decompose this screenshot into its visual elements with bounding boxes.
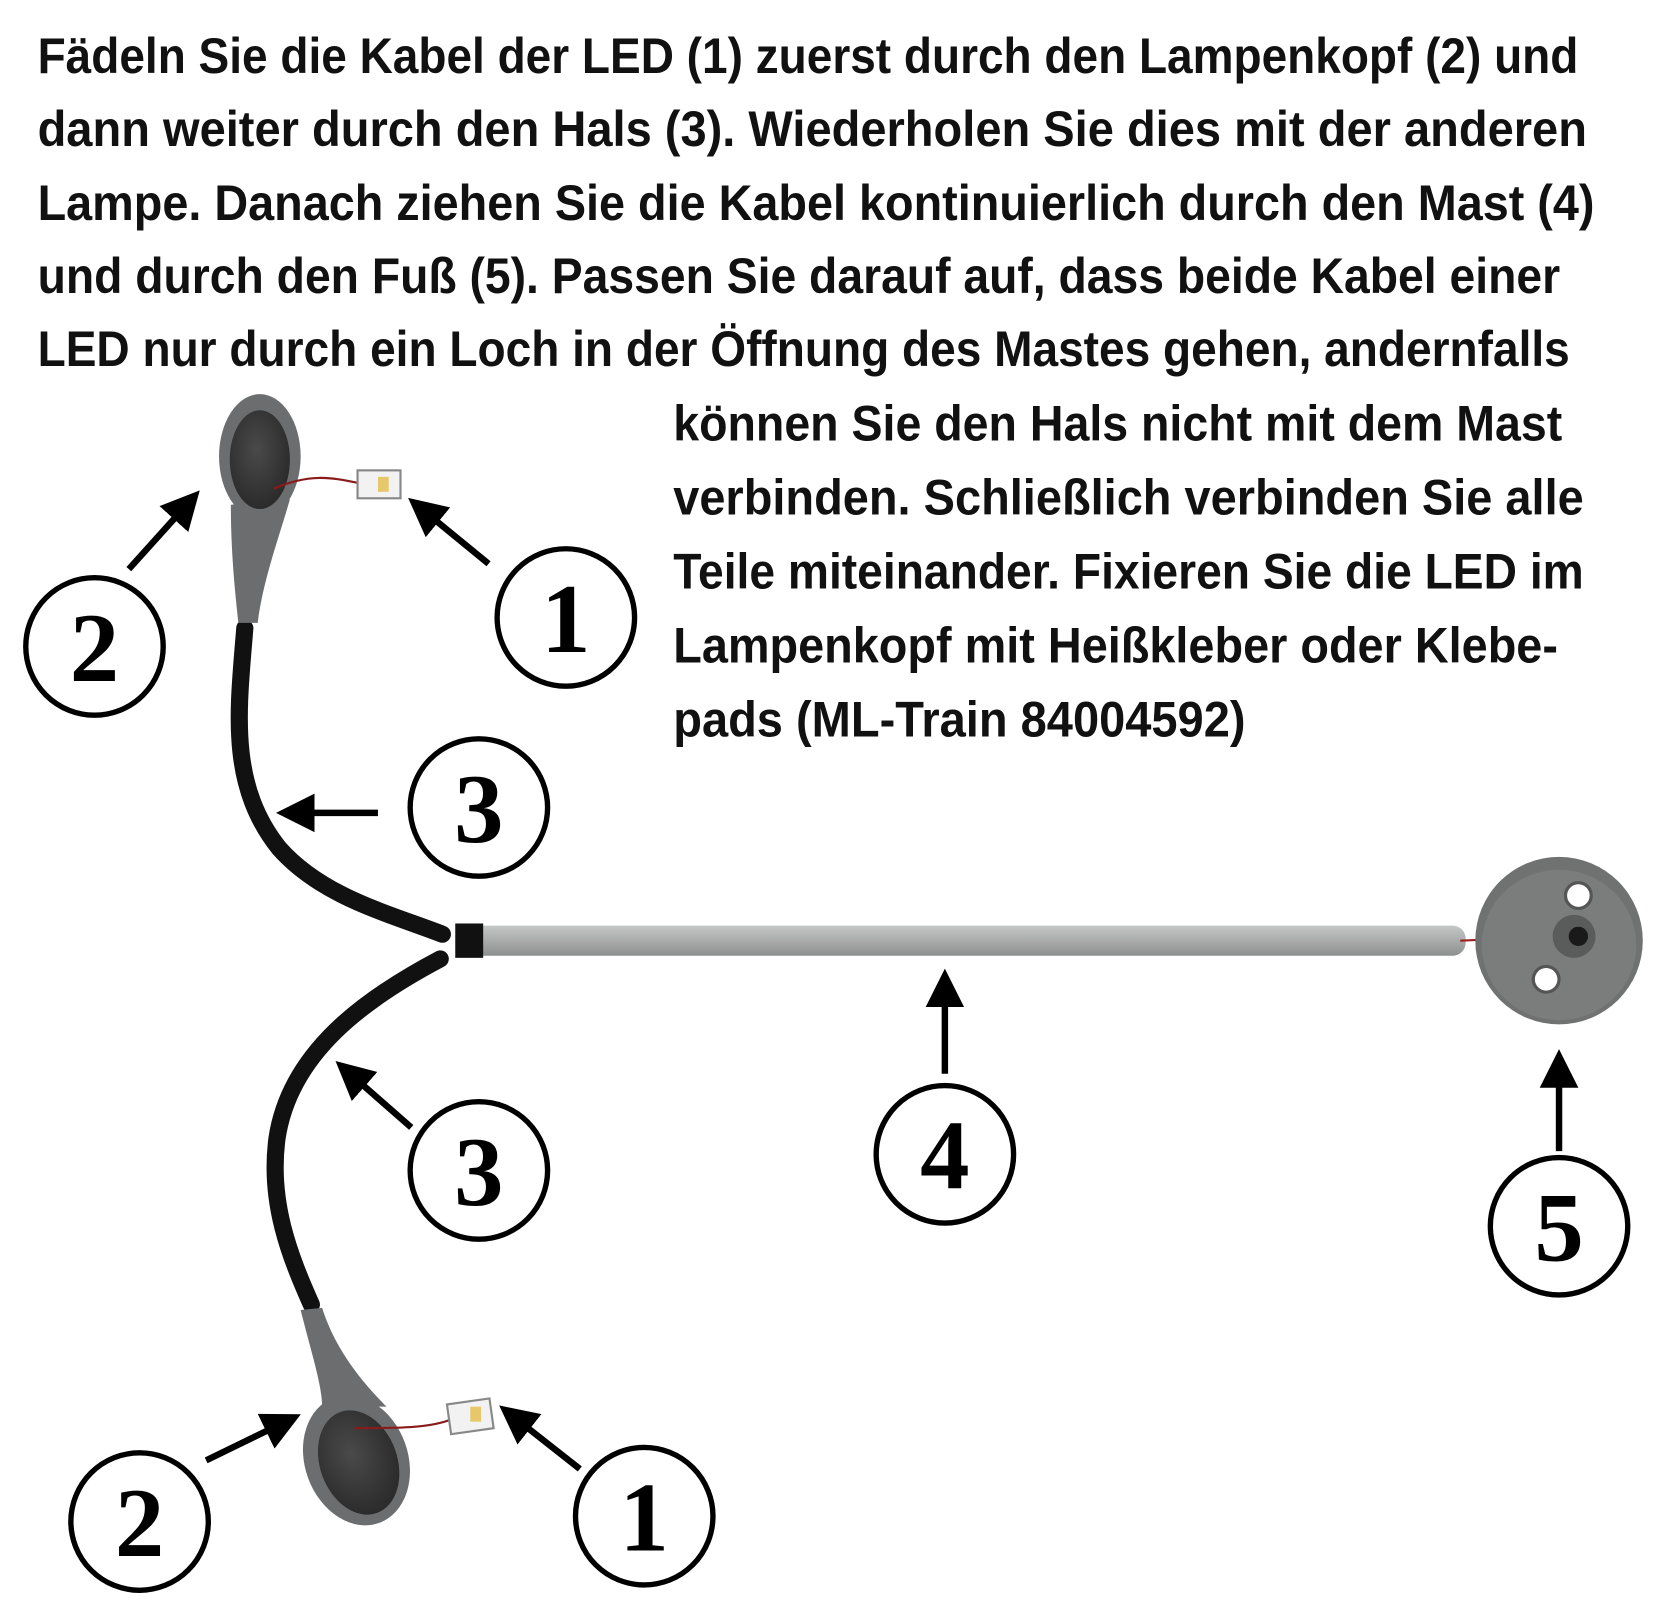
neck-cable-bottom bbox=[266, 950, 449, 1314]
instruction-line: Teile miteinander. Fixieren Sie die LED … bbox=[673, 542, 1584, 599]
mast-sleeve bbox=[455, 923, 484, 958]
instruction-line: LED nur durch ein Loch in der Öffnung de… bbox=[38, 320, 1570, 377]
instruction-line: Lampe. Danach ziehen Sie die Kabel konti… bbox=[38, 174, 1595, 231]
arrow-icon bbox=[408, 497, 491, 567]
instruction-line: dann weiter durch den Hals (3). Wiederho… bbox=[38, 100, 1587, 157]
instruction-line: können Sie den Hals nicht mit dem Mast bbox=[673, 394, 1562, 451]
callout-arrows bbox=[126, 490, 1579, 1472]
callout-neck-top: 3 bbox=[407, 736, 551, 879]
instruction-line: Lampenkopf mit Heißkleber oder Klebe- bbox=[673, 617, 1558, 674]
neck-cable-top bbox=[230, 619, 451, 943]
svg-text:3: 3 bbox=[454, 1118, 503, 1227]
arrow-icon bbox=[335, 1061, 414, 1130]
callout-led-top: 1 bbox=[494, 546, 638, 689]
callout-head-bottom: 2 bbox=[68, 1450, 211, 1593]
base-foot bbox=[1475, 856, 1643, 1025]
instruction-line: verbinden. Schließlich verbinden Sie all… bbox=[673, 468, 1584, 525]
callout-neck-bottom: 3 bbox=[407, 1099, 551, 1242]
arrow-icon bbox=[499, 1405, 582, 1472]
callout-head-top: 2 bbox=[23, 575, 166, 718]
svg-text:2: 2 bbox=[115, 1469, 164, 1578]
svg-text:4: 4 bbox=[920, 1102, 969, 1211]
callout-mast: 4 bbox=[873, 1082, 1017, 1226]
instruction-line: Fädeln Sie die Kabel der LED (1) zuerst … bbox=[38, 27, 1579, 84]
svg-text:1: 1 bbox=[620, 1464, 669, 1573]
lamp-head-top bbox=[219, 394, 360, 623]
instruction-line: pads (ML-Train 84004592) bbox=[673, 691, 1245, 748]
lamp-head-bottom bbox=[300, 1307, 452, 1526]
svg-text:5: 5 bbox=[1534, 1174, 1583, 1283]
callout-base: 5 bbox=[1487, 1154, 1631, 1298]
instruction-line: und durch den Fuß (5). Passen Sie darauf… bbox=[38, 247, 1561, 304]
mast bbox=[461, 925, 1466, 956]
arrow-icon bbox=[204, 1413, 301, 1464]
callout-led-bottom: 1 bbox=[572, 1444, 716, 1588]
svg-text:2: 2 bbox=[70, 594, 119, 703]
arrow-icon bbox=[126, 490, 200, 572]
instruction-text: Fädeln Sie die Kabel der LED (1) zuerst … bbox=[38, 27, 1595, 748]
svg-text:3: 3 bbox=[454, 755, 503, 864]
svg-text:1: 1 bbox=[541, 565, 590, 674]
